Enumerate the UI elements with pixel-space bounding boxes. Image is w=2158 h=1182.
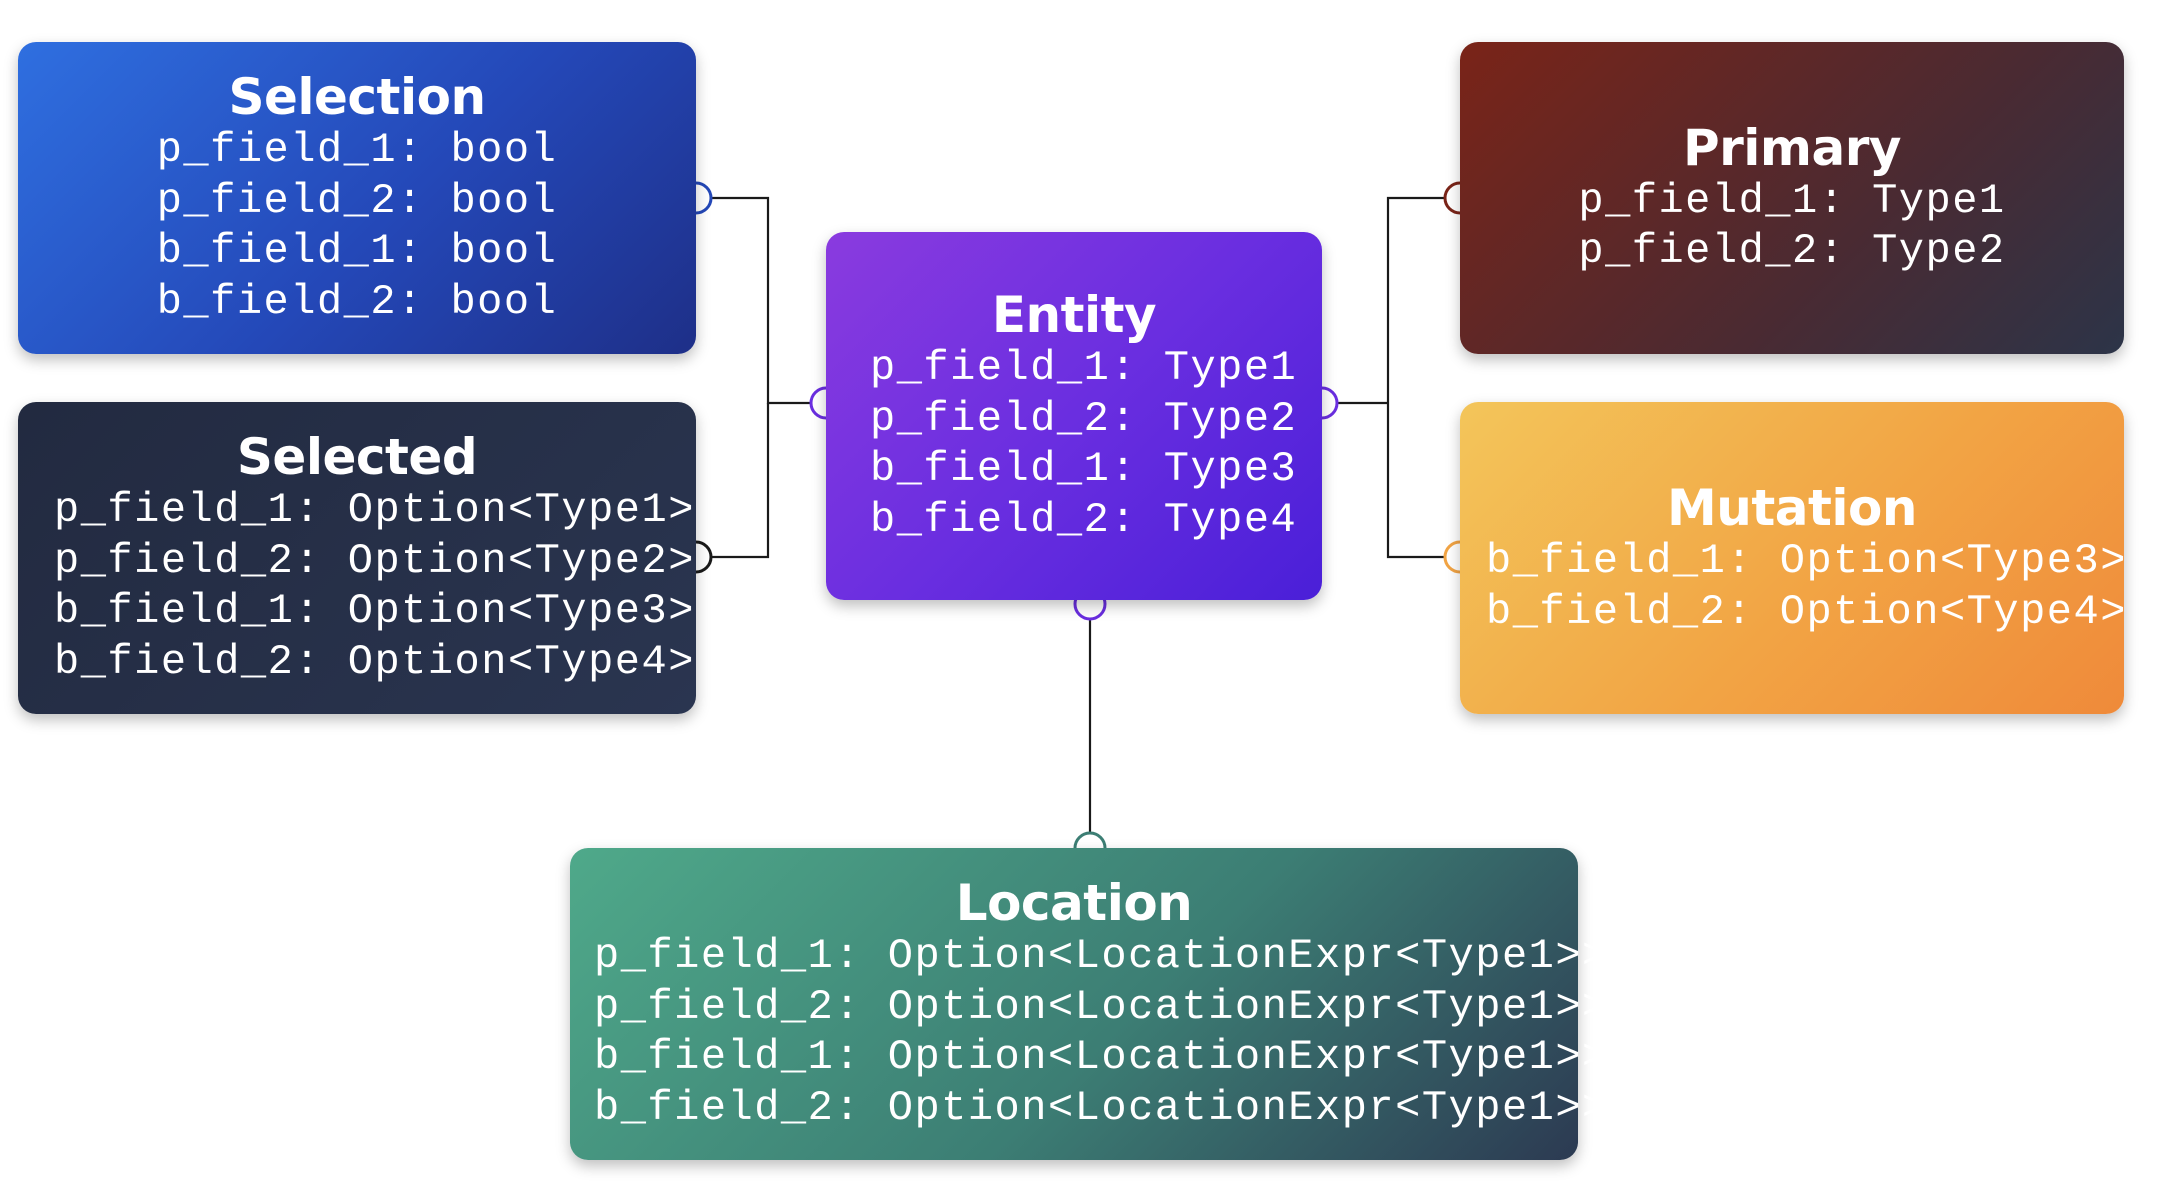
location-title: Location: [955, 874, 1193, 932]
location-node[interactable]: Location p_field_1: Option<LocationExpr<…: [570, 848, 1607, 1160]
field-row: p_field_1: Option<Type1>: [54, 486, 695, 534]
selection-field-list: p_field_1: bool p_field_2: bool b_field_…: [157, 125, 558, 327]
field-row: p_field_2: Option<Type2>: [54, 536, 695, 585]
field-row: b_field_2: Option<Type4>: [1486, 587, 2127, 636]
location-field-list: p_field_1: Option<LocationExpr<Type1>> p…: [594, 931, 1609, 1133]
field-row: b_field_1: Option<Type3>: [54, 587, 695, 635]
selection-node[interactable]: Selection p_field_1: bool p_field_2: boo…: [18, 42, 696, 354]
selected-field-list: p_field_1: Option<Type1> p_field_2: Opti…: [54, 485, 695, 687]
primary-field-list: p_field_1: Type1 p_field_2: Type2: [1578, 176, 2005, 277]
mutation-title: Mutation: [1667, 479, 1917, 537]
entity-title: Entity: [991, 286, 1157, 344]
entity-field-list: p_field_1: Type1 p_field_2: Type2 b_fiel…: [870, 343, 1297, 545]
primary-title: Primary: [1682, 118, 1902, 177]
field-row: p_field_1: Type1: [1578, 176, 2006, 225]
connector-selection-entity: [696, 196, 826, 405]
connector-entity-primary: [1322, 196, 1460, 559]
field-row: p_field_1: bool: [156, 126, 558, 174]
field-row: b_field_2: bool: [156, 277, 558, 326]
mutation-field-list: b_field_1: Option<Type3> b_field_2: Opti…: [1486, 536, 2127, 637]
field-row: b_field_1: Option<LocationExpr<Type1>>: [594, 1033, 1609, 1081]
field-row: b_field_1: Type3: [870, 445, 1298, 493]
field-row: p_field_1: Type1: [870, 344, 1298, 392]
field-row: p_field_2: Type2: [870, 394, 1298, 443]
connector-selected-entity: [696, 403, 770, 559]
mutation-node[interactable]: Mutation b_field_1: Option<Type3> b_fiel…: [1460, 402, 2127, 714]
field-row: b_field_1: bool: [156, 227, 558, 275]
field-row: b_field_2: Type4: [870, 495, 1298, 544]
selected-title: Selected: [236, 428, 478, 486]
field-row: b_field_2: Option<LocationExpr<Type1>>: [594, 1083, 1609, 1132]
selection-title: Selection: [228, 68, 486, 126]
selected-node[interactable]: Selected p_field_1: Option<Type1> p_fiel…: [18, 402, 696, 714]
primary-node[interactable]: Primary p_field_1: Type1 p_field_2: Type…: [1460, 42, 2124, 354]
field-row: p_field_2: Type2: [1578, 227, 2006, 275]
field-row: b_field_1: Option<Type3>: [1486, 537, 2127, 585]
field-row: p_field_2: Option<LocationExpr<Type1>>: [594, 982, 1609, 1031]
field-row: p_field_1: Option<LocationExpr<Type1>>: [594, 932, 1609, 980]
field-row: p_field_2: bool: [156, 176, 558, 225]
field-row: b_field_2: Option<Type4>: [54, 637, 695, 686]
entity-node[interactable]: Entity p_field_1: Type1 p_field_2: Type2…: [826, 232, 1322, 600]
